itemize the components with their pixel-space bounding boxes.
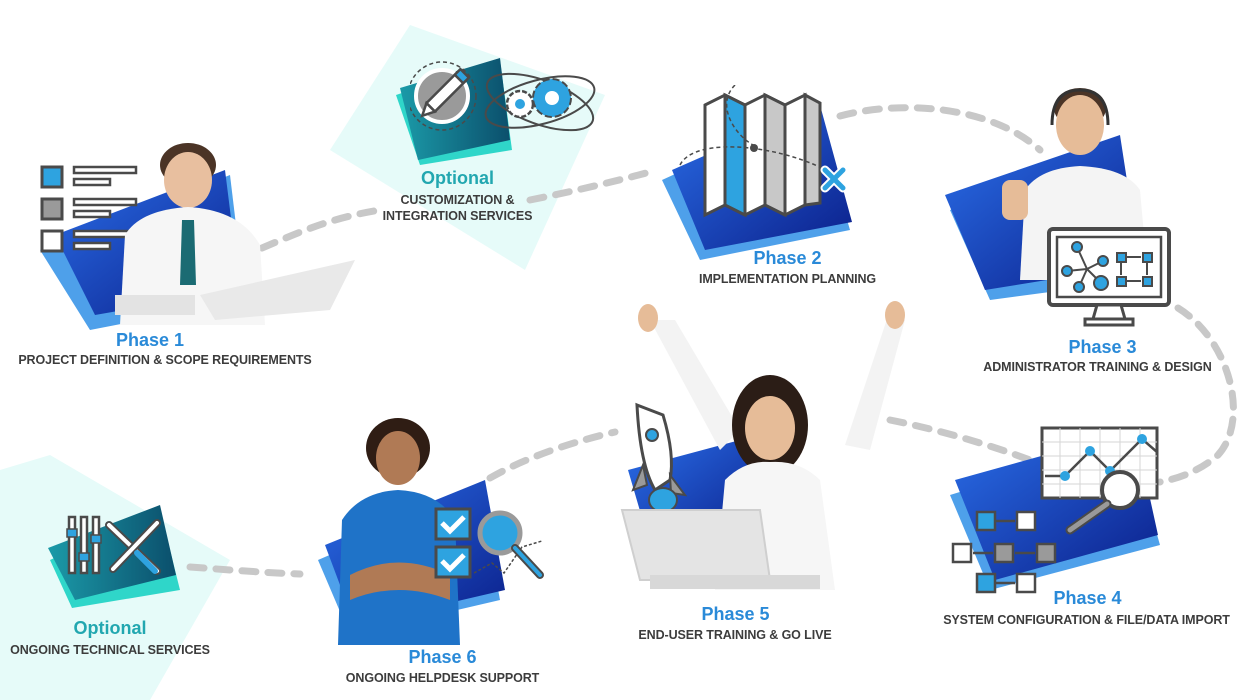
folded-map-icon (679, 85, 848, 218)
phase-4-description: SYSTEM CONFIGURATION & FILE/DATA IMPORT (943, 613, 1230, 627)
man-at-laptop-illustration (115, 143, 355, 325)
phase-1-title: Phase 1 (115, 330, 185, 350)
woman-with-headset-illustration (338, 418, 460, 645)
phase-2-title: Phase 2 (753, 248, 822, 268)
phase-5-title: Phase 5 (701, 604, 770, 624)
phase-4-title: Phase 4 (1053, 588, 1122, 608)
optional-2-title: Optional (73, 618, 147, 638)
optional-2-description: ONGOING TECHNICAL SERVICES (10, 643, 210, 657)
checkbox-magnifier-icon (434, 507, 544, 579)
phase-2-description: IMPLEMENTATION PLANNING (698, 272, 877, 286)
phase-6-description: ONGOING HELPDESK SUPPORT (345, 671, 540, 685)
phase-5-description: END-USER TRAINING & GO LIVE (638, 628, 832, 642)
phase-6-title: Phase 6 (408, 647, 477, 667)
rocket-icon (631, 402, 688, 513)
optional-1-description-line1: CUSTOMIZATION & (400, 193, 515, 207)
monitor-workflow-icon (1047, 227, 1171, 327)
connector-paths (186, 104, 1237, 578)
woman-celebrating-illustration (620, 301, 905, 590)
phase-3-description: ADMINISTRATOR TRAINING & DESIGN (983, 360, 1212, 374)
phase-1-description: PROJECT DEFINITION & SCOPE REQUIREMENTS (18, 353, 312, 367)
optional-1-title: Optional (421, 168, 494, 188)
chart-magnifier-flow-icon (951, 426, 1159, 594)
phase-3-title: Phase 3 (1068, 337, 1137, 357)
checklist-icon (40, 165, 138, 253)
optional-1-description-line2: INTEGRATION SERVICES (382, 209, 533, 223)
sliders-tools-icon (66, 515, 161, 575)
pencil-gears-icon (410, 61, 596, 132)
